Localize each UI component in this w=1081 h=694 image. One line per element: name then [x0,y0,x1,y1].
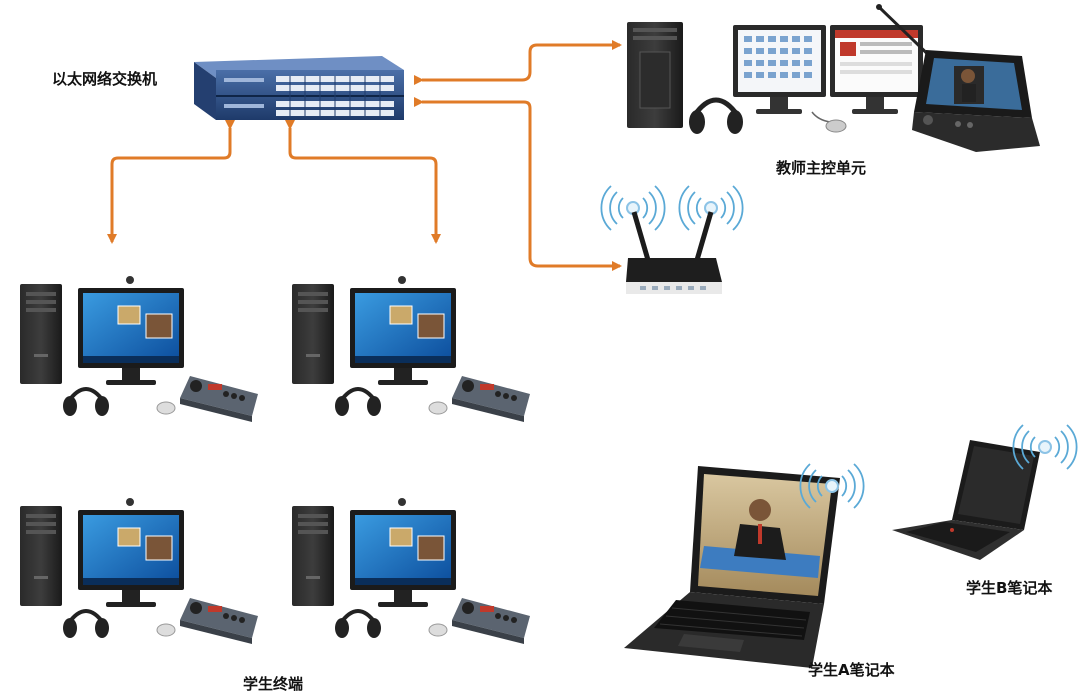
student-pc-icon-2 [290,274,532,424]
laptop-a-icon [624,463,865,668]
arrow-switch-teacher [414,40,622,85]
students-label: 学生终端 [243,675,304,693]
student-pc-icon-3 [18,496,260,646]
student-pc-icon-4 [290,496,532,646]
switch-label: 以太网络交换机 [52,70,158,88]
network-switch-icon [194,56,404,120]
student-pc-icon-1 [18,274,260,424]
laptop-b-label: 学生B笔记本 [966,579,1053,597]
arrow-switch-student-left [107,120,235,244]
teacher-label: 教师主控单元 [776,159,867,177]
teacher-console-icon [627,4,1040,152]
laptop-b-icon [892,424,1078,560]
wifi-router-icon [600,185,744,294]
arrow-switch-student-right [285,120,441,244]
connection-arrows [107,40,622,271]
arrow-switch-router [414,97,622,271]
laptop-a-label: 学生A笔记本 [808,661,895,679]
